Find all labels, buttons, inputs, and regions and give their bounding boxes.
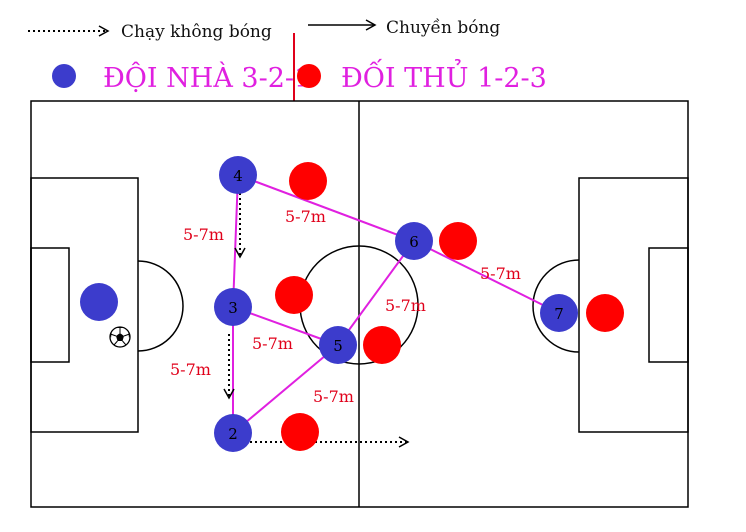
opponent-player [586,294,624,332]
distance-label: 5-7m [480,264,521,283]
player-number: 2 [228,425,238,443]
pass-line-4-6 [237,174,415,242]
home-player-6: 6 [395,222,433,260]
left-goal-area [30,247,70,363]
player-number: 3 [228,299,238,317]
opponent-player [439,222,477,260]
legend-pass-label: Chuyền bóng [386,18,500,38]
legend-run-label: Chạy không bóng [121,22,272,42]
player-number: 5 [333,337,343,355]
home-player-2: 2 [214,414,252,452]
home-players: 4 3 2 5 6 7 [80,156,578,452]
distance-label: 5-7m [285,207,326,226]
pass-line-5-6 [337,240,415,346]
runs [223,193,410,448]
distance-label: 5-7m [183,225,224,244]
distance-label: 5-7m [313,387,354,406]
player-circle [319,326,357,364]
opponent-player [281,413,319,451]
distance-label: 5-7m [170,360,211,379]
player-circle [214,288,252,326]
home-team-marker [52,64,76,88]
left-penalty-arc [137,260,184,352]
right-penalty-arc [532,259,580,353]
home-player-4: 4 [219,156,257,194]
home-player-7: 7 [540,294,578,332]
player-circle [540,294,578,332]
legend: Chạy không bóng Chuyền bóng [28,18,500,42]
opponent-player [363,326,401,364]
distance-label: 5-7m [252,334,293,353]
player-circle [395,222,433,260]
distance-label: 5-7m [385,296,426,315]
pass-line-2-5 [232,344,339,434]
opponents [275,162,624,451]
team-labels: ĐỘI NHÀ 3-2-1 ĐỐI THỦ 1-2-3 [52,33,547,101]
player-circle [219,156,257,194]
home-goalkeeper [80,283,118,321]
home-team-label: ĐỘI NHÀ 3-2-1 [103,61,311,94]
soccer-ball-icon [109,326,131,348]
right-goal-area [648,247,689,363]
pass-line-6-7 [413,240,560,314]
pass-line-4-3 [232,174,239,308]
away-team-label: ĐỐI THỦ 1-2-3 [341,57,547,94]
player-circle [214,414,252,452]
distance-labels: 5-7m 5-7m 5-7m 5-7m 5-7m 5-7m 5-7m [170,207,521,406]
player-number: 6 [409,233,419,251]
away-team-marker [297,64,321,88]
home-player-3: 3 [214,288,252,326]
player-number: 7 [554,305,564,323]
opponent-player [289,162,327,200]
home-player-5: 5 [319,326,357,364]
player-number: 4 [233,167,243,185]
opponent-player [275,276,313,314]
